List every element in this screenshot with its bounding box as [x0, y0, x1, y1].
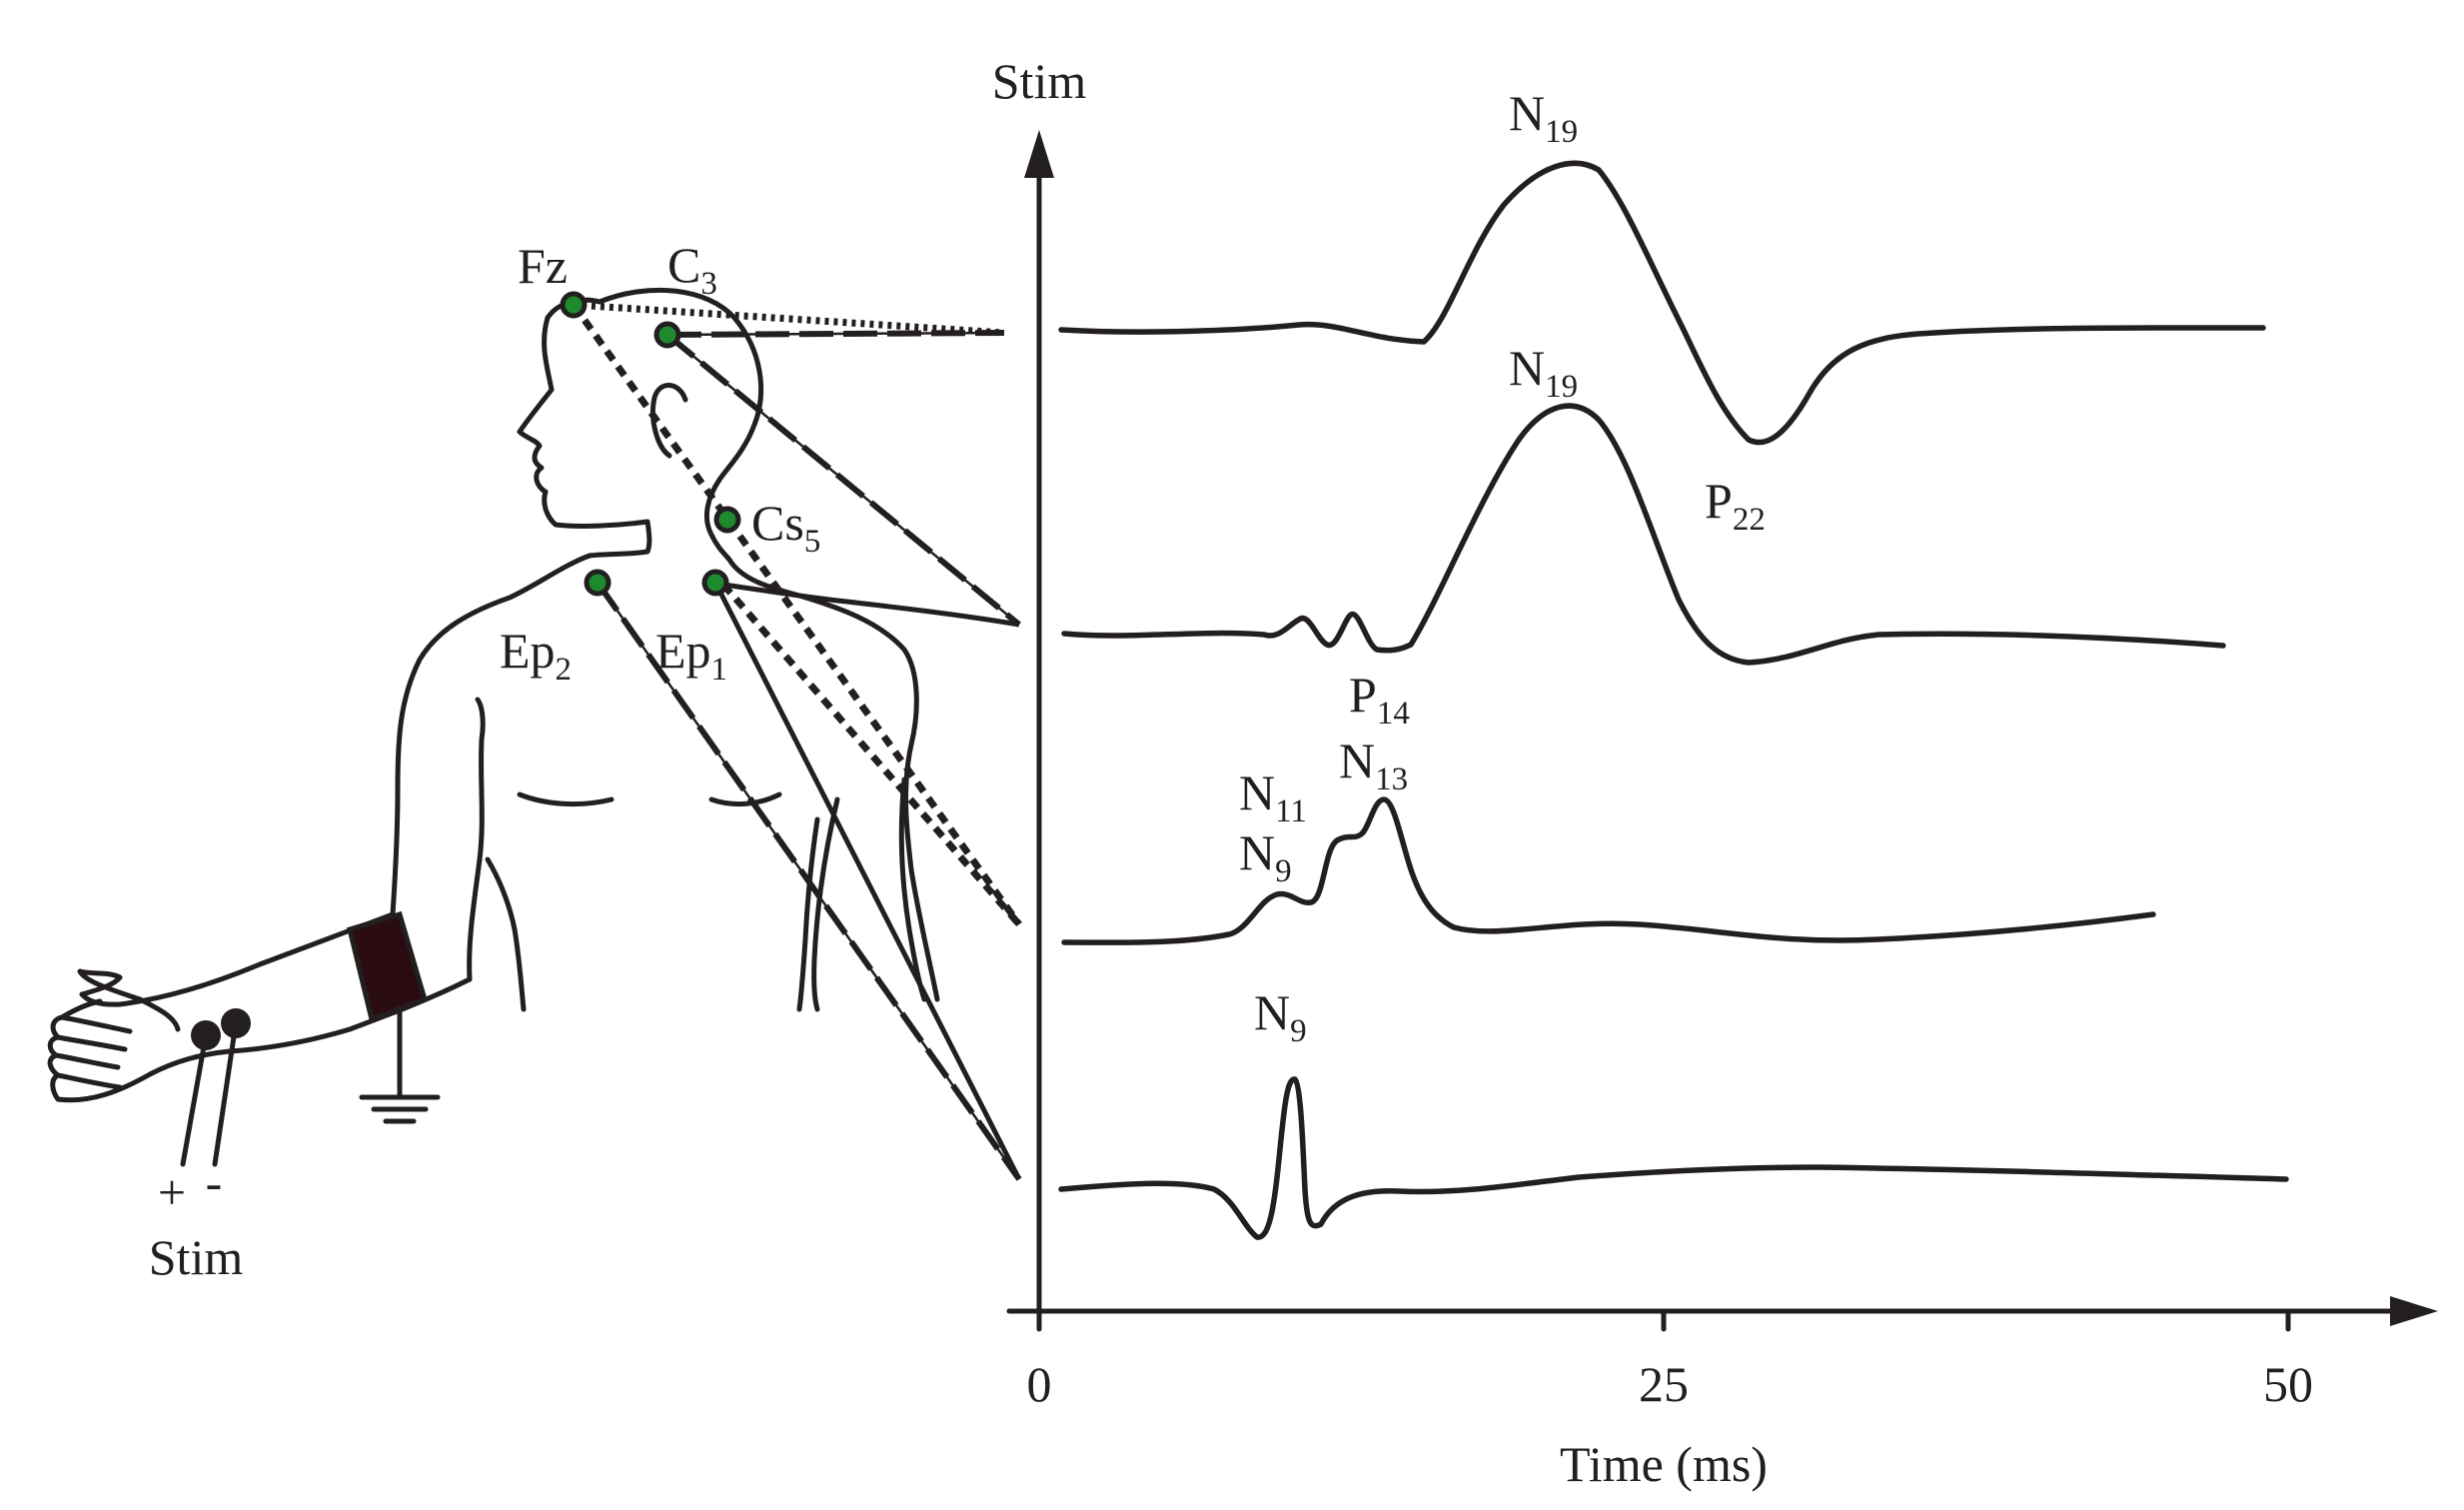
lead-cs5-trace3 — [720, 582, 1022, 927]
axes: 0 25 50 Time (ms) Stim — [992, 53, 2438, 1492]
y-axis-label: Stim — [992, 53, 1087, 109]
peak-label-t3-n11: N11 — [1239, 764, 1307, 829]
trace-2 — [1061, 403, 2226, 666]
ground-symbol — [359, 1008, 441, 1124]
face-profile — [517, 315, 650, 529]
lead-ep1-trace4 — [712, 581, 1022, 1181]
head-outline — [545, 287, 764, 563]
arm-inner — [467, 697, 486, 982]
x-axis-label: Time (ms) — [1560, 1436, 1768, 1492]
electrode-c3 — [653, 321, 681, 349]
label-ep1: Ep1 — [655, 623, 727, 688]
electrode-cs5 — [713, 506, 741, 534]
lead-cs5-trace2 — [722, 582, 1020, 628]
electrode-ep1 — [701, 569, 729, 597]
x-tick-label-0: 0 — [1027, 1356, 1052, 1412]
stimulus-electrodes: + - Stim — [149, 1008, 251, 1285]
stim-minus-sign: - — [206, 1154, 223, 1210]
x-tick-label-25: 25 — [1639, 1356, 1689, 1412]
arm-upper — [79, 911, 396, 1007]
label-cs5: Cs5 — [751, 495, 820, 560]
waveform-traces — [1058, 160, 2289, 1240]
label-ep1-sub: 1 — [711, 652, 728, 688]
label-c3-sub: 3 — [700, 266, 717, 302]
label-ep2-base: Ep — [500, 623, 556, 679]
x-tick-label-50: 50 — [2263, 1356, 2313, 1412]
lead-fz-trace3 — [571, 302, 1022, 927]
stim-electrode-anode — [191, 1020, 221, 1050]
peak-label-t4-n9: N9 — [1254, 984, 1307, 1049]
peak-label-t2-p14: P14 — [1349, 667, 1410, 732]
label-ep2-sub: 2 — [556, 652, 573, 688]
torso-left — [485, 856, 527, 1012]
label-c3: C3 — [667, 237, 717, 302]
peak-labels: N19 P22 N19 P14 N13 N11 N9 N9 — [1239, 85, 1766, 1049]
electrode-ep2 — [584, 569, 612, 597]
lead-lines — [571, 301, 1022, 1181]
label-fz: Fz — [518, 238, 568, 294]
stim-plus-sign: + — [158, 1164, 186, 1220]
peak-label-t2-n19: N19 — [1509, 340, 1578, 405]
hand — [47, 968, 143, 1102]
peak-label-t3-n9: N9 — [1239, 824, 1292, 889]
front-shoulder — [390, 553, 593, 917]
peak-label-t3-n13: N13 — [1339, 733, 1408, 797]
label-ep2: Ep2 — [500, 623, 572, 688]
trace-1 — [1058, 160, 2266, 446]
label-c3-base: C — [667, 237, 700, 293]
scalp-electrodes: Fz C3 Cs5 Ep2 Ep1 — [500, 237, 820, 688]
label-cs5-base: Cs — [751, 495, 804, 551]
pectoral-right — [708, 791, 782, 806]
peak-label-t1-n19: N19 — [1509, 85, 1578, 150]
lead-fz-trace1 — [573, 301, 1005, 337]
peak-label-t1-p22: P22 — [1705, 473, 1766, 538]
cuff-band — [347, 910, 429, 1023]
torso-right — [796, 816, 820, 1012]
torso-mid — [811, 796, 840, 1012]
pectoral-left — [517, 791, 615, 807]
x-axis-arrowhead — [2390, 1296, 2438, 1326]
trace-3 — [1061, 796, 2156, 945]
ear — [649, 383, 688, 459]
thumb — [137, 996, 181, 1032]
stim-label: Stim — [149, 1229, 244, 1285]
trace-4 — [1058, 1076, 2289, 1240]
stim-electrode-cathode — [221, 1008, 251, 1038]
label-cs5-sub: 5 — [804, 524, 821, 560]
y-axis-arrowhead — [1024, 130, 1054, 178]
electrode-fz — [560, 291, 588, 319]
human-figure — [47, 287, 940, 1103]
neck-line — [587, 519, 652, 559]
label-ep1-base: Ep — [655, 623, 711, 679]
